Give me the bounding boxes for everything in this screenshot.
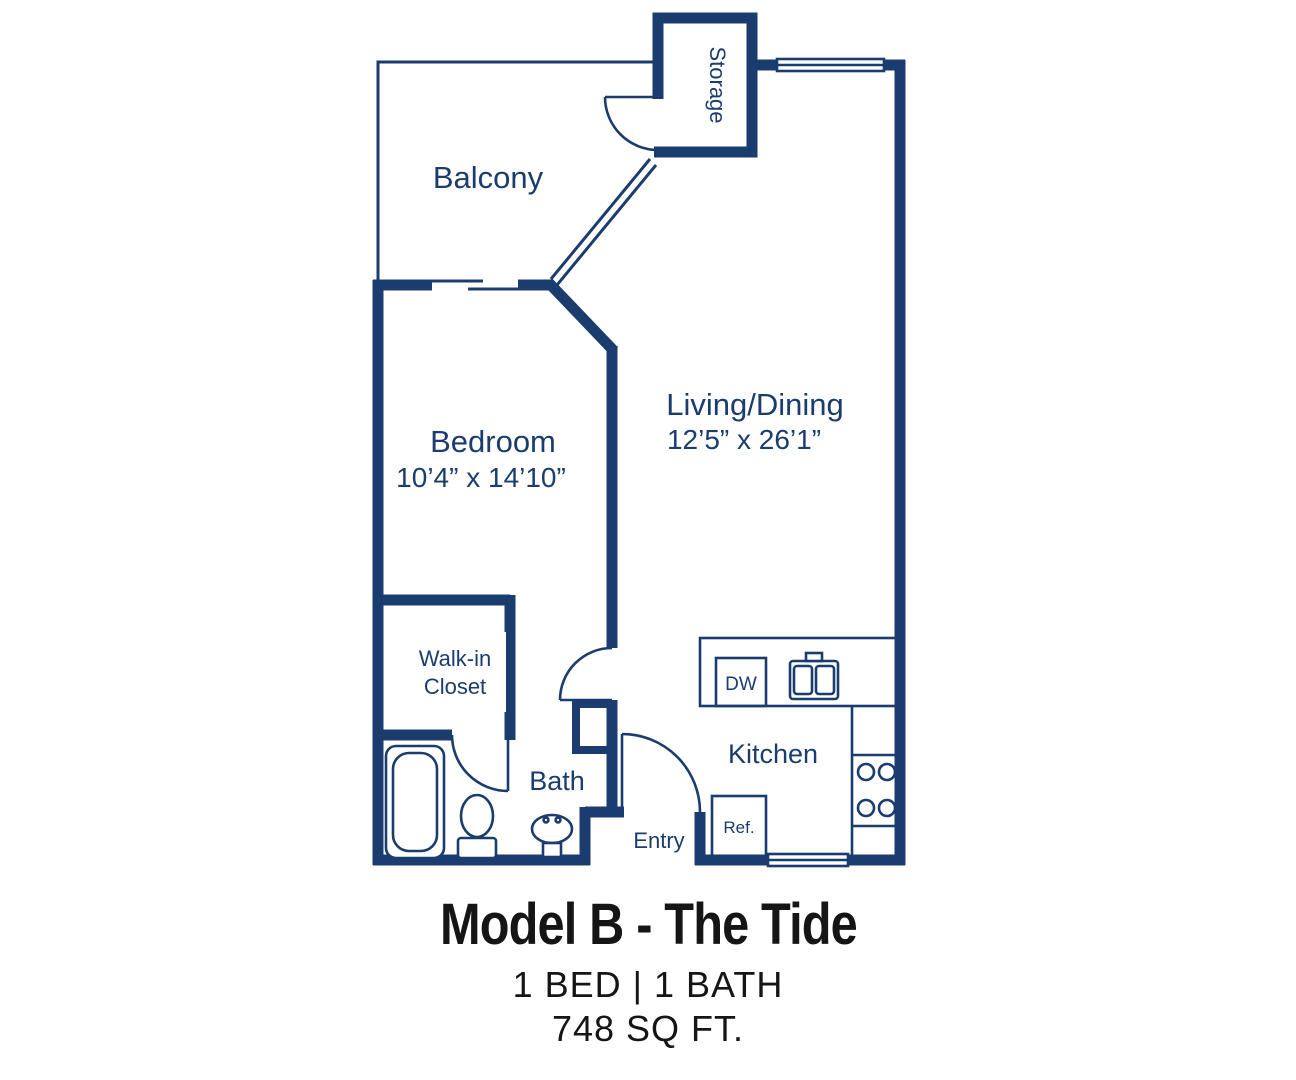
- windows: [766, 57, 886, 868]
- living-dining-dimensions: 12’5” x 26’1”: [667, 424, 821, 455]
- stove-burner-2: [877, 762, 897, 782]
- bath-fixtures: [384, 744, 574, 860]
- bedroom-door-swing: [558, 646, 613, 701]
- refrigerator-label: Ref.: [723, 818, 754, 837]
- toilet-bowl-icon: [459, 793, 495, 839]
- balcony-rail-diagonal-1: [549, 158, 652, 280]
- dishwasher-box: [714, 656, 768, 708]
- room-labels: Storage Balcony Living/Dining 12’5” x 26…: [396, 46, 844, 853]
- kitchen-label: Kitchen: [728, 739, 818, 769]
- storage-wall-bottom: [654, 60, 758, 158]
- plan-title: Model B - The Tide: [440, 893, 857, 957]
- bathtub-inner-icon: [391, 751, 439, 853]
- doors: [430, 95, 702, 813]
- storage-label: Storage: [705, 46, 730, 123]
- entry-label: Entry: [633, 828, 684, 853]
- stove-burner-4: [877, 798, 897, 818]
- storage-door-swing: [603, 96, 659, 152]
- kitchen-faucet-icon: [804, 651, 824, 663]
- closet-label-box: [404, 632, 506, 712]
- kitchen-sink-basin-left: [792, 664, 814, 696]
- bath-faucet-dot-2: [554, 816, 562, 824]
- balcony-label: Balcony: [433, 160, 544, 195]
- bath-sink-icon: [530, 813, 574, 845]
- kitchen-sink-basin-right: [814, 664, 836, 696]
- balcony-outline: [376, 60, 658, 286]
- bath-label: Bath: [529, 766, 585, 796]
- kitchen-counter: [698, 636, 900, 708]
- bedroom-label: Bedroom: [430, 424, 556, 459]
- entry-door-swing: [621, 732, 702, 813]
- hall-niche: [572, 700, 610, 754]
- stove-burner-3: [856, 798, 876, 818]
- living-dining-label: Living/Dining: [666, 387, 844, 422]
- storage-wall-left-top-right: [652, 12, 758, 99]
- plan-beds-baths: 1 BED | 1 BATH: [513, 964, 784, 1005]
- balcony-rail-diagonal-2: [555, 164, 658, 286]
- closet-label-line2: Closet: [424, 674, 486, 699]
- bedroom-dimensions: 10’4” x 14’10”: [396, 462, 566, 493]
- walls: [372, 12, 906, 866]
- diagonal-wall: [544, 278, 618, 355]
- kitchen-fixtures: [698, 636, 900, 858]
- caption: Model B - The Tide 1 BED | 1 BATH 748 SQ…: [440, 893, 858, 1049]
- stove-burner-1: [856, 762, 876, 782]
- closet-label-line1: Walk-in: [419, 646, 492, 671]
- bath-faucet-dot-1: [542, 816, 550, 824]
- plan-area: 748 SQ FT.: [552, 1008, 744, 1049]
- dishwasher-label: DW: [725, 674, 757, 695]
- balcony-walls: [376, 60, 656, 282]
- bath-door-swing: [450, 734, 509, 793]
- toilet-tank-icon: [456, 836, 498, 860]
- refrigerator-box: [710, 794, 768, 858]
- bath-sink-pedestal-icon: [541, 841, 563, 859]
